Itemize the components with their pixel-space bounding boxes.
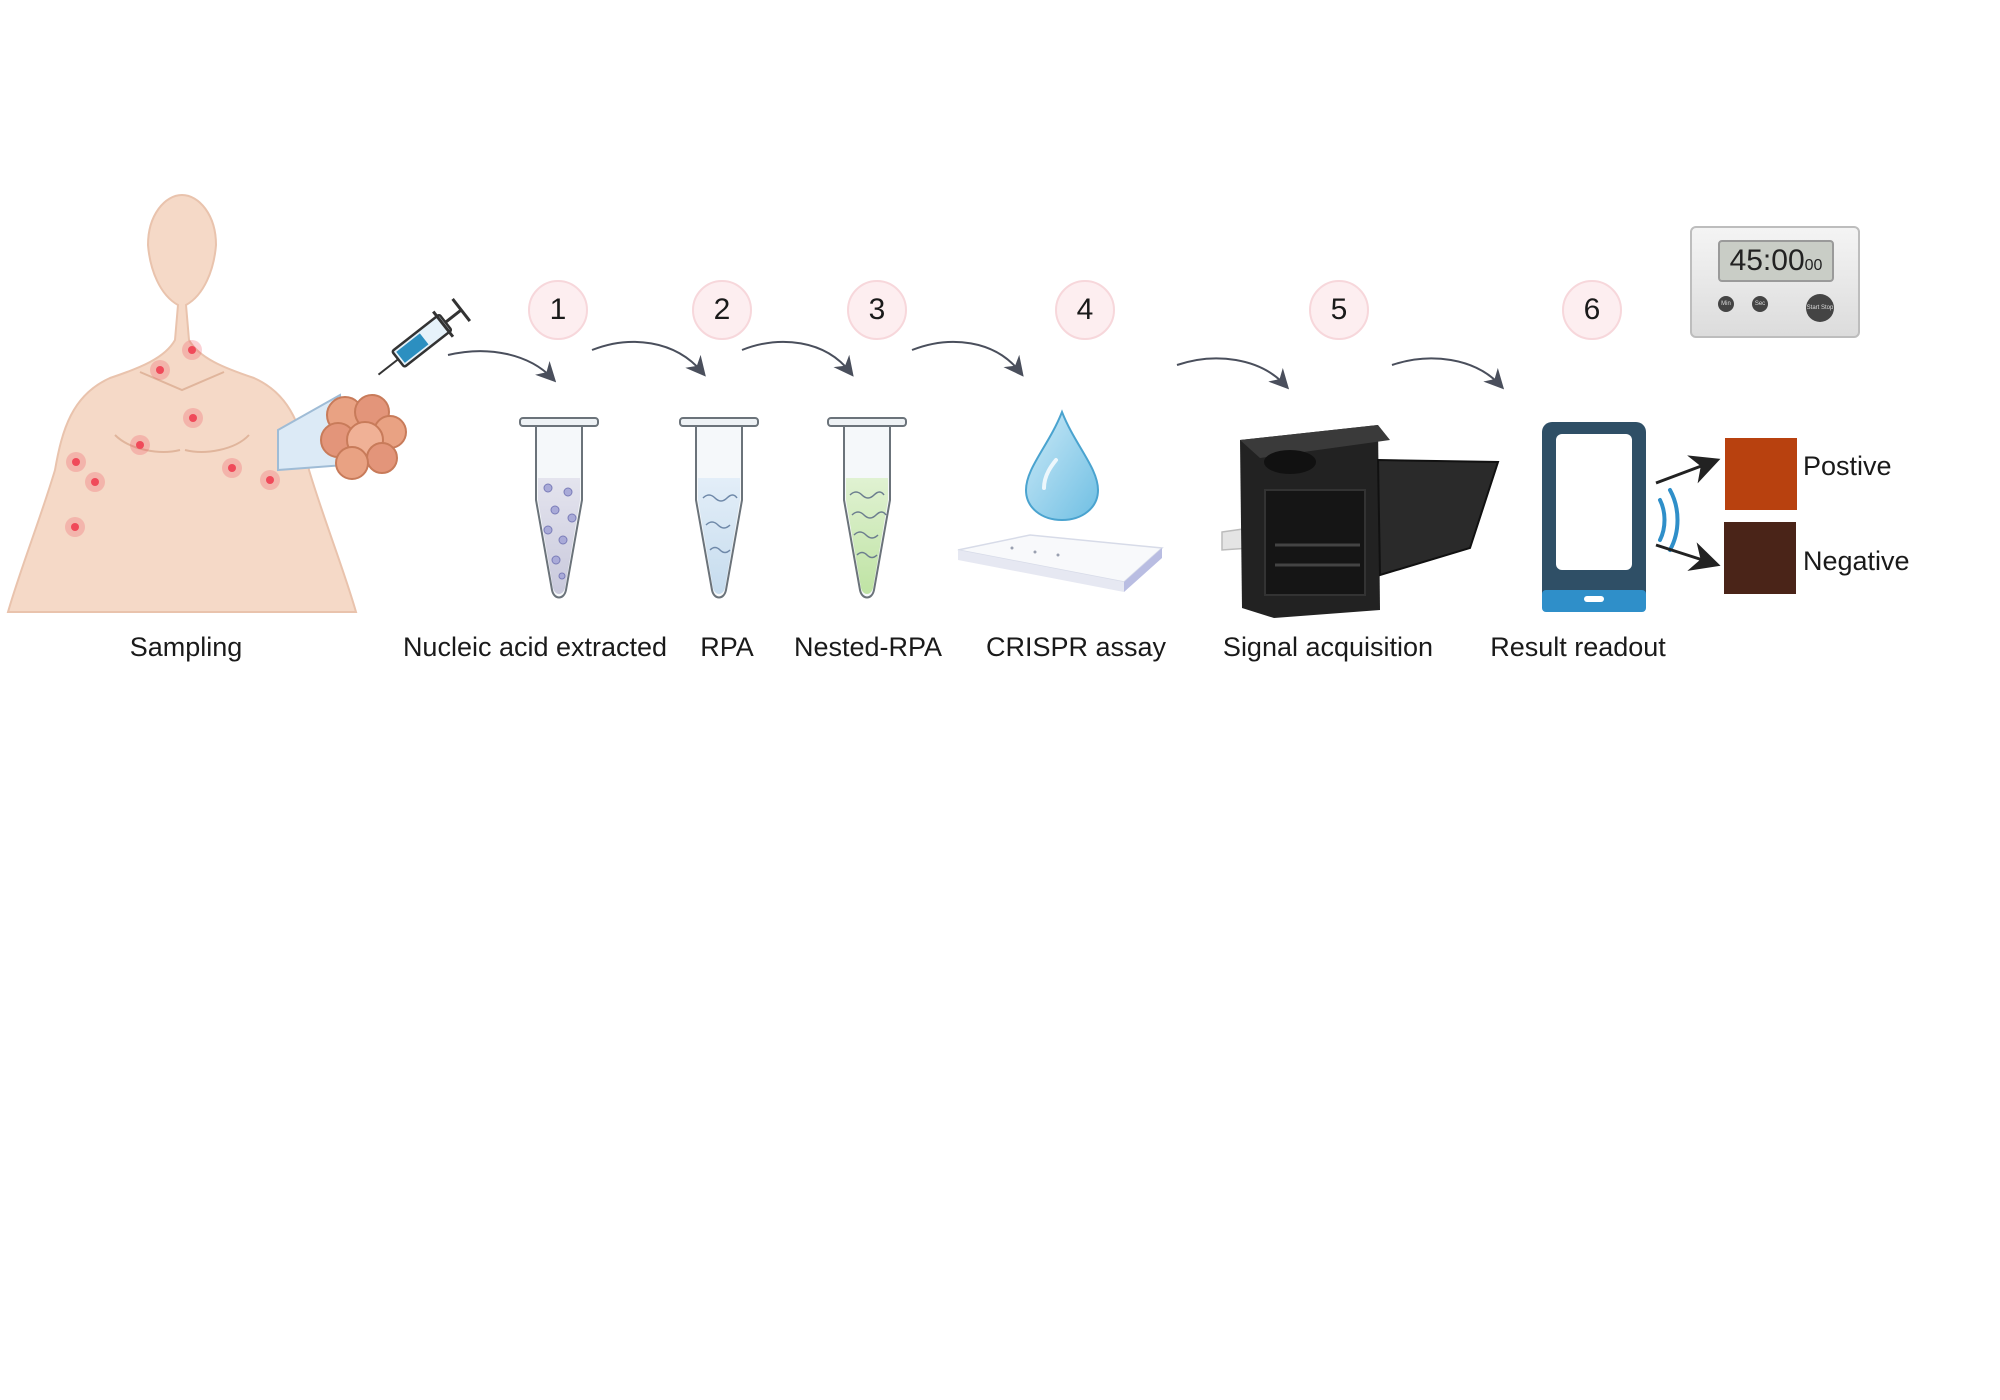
step-arrows: [447, 340, 1505, 390]
step-number-6: 6: [1562, 280, 1622, 340]
arrow-to-step-6: [1391, 357, 1505, 390]
timer-min-button: Min: [1718, 296, 1734, 312]
result-arrows: [1655, 455, 1721, 571]
step-label-3: Nested-RPA: [793, 632, 943, 662]
step-number-3: 3: [847, 280, 907, 340]
arrow-to-negative: [1655, 542, 1721, 571]
arrow-to-step-1: [447, 350, 557, 383]
human-body-icon: [6, 193, 358, 613]
tissue-biopsy-icon: [277, 393, 407, 480]
timer-time: 45:00: [1729, 244, 1805, 277]
step-label-5: Signal acquisition: [1222, 632, 1434, 662]
positive-result-swatch: [1725, 438, 1797, 510]
signal-waves-icon: [1658, 488, 1680, 552]
step-number-1: 1: [528, 280, 588, 340]
tube-nested-rpa-icon: [827, 417, 907, 599]
tube-extracted-icon: [519, 417, 599, 599]
tube-rpa-icon: [679, 417, 759, 599]
step-label-1: Nucleic acid extracted: [402, 632, 668, 662]
step-label-2: RPA: [700, 632, 754, 662]
step-number-4: 4: [1055, 280, 1115, 340]
arrow-to-step-4: [911, 340, 1024, 377]
signal-acquisition-device-icon: [1221, 425, 1500, 618]
step-number-2: 2: [692, 280, 752, 340]
timer-sec-button: Sec: [1752, 296, 1768, 312]
test-strip-icon: [957, 534, 1164, 592]
timer-subseconds: 00: [1804, 257, 1823, 274]
negative-label: Negative: [1803, 546, 1910, 576]
arrow-to-positive: [1655, 455, 1721, 485]
step-label-4: CRISPR assay: [985, 632, 1167, 662]
arrow-to-step-5: [1176, 357, 1290, 390]
syringe-icon: [377, 298, 472, 376]
arrow-to-step-2: [591, 340, 706, 377]
timer-start-stop-button: Start Stop: [1806, 294, 1834, 322]
sampling-label: Sampling: [129, 632, 243, 662]
negative-result-swatch: [1724, 522, 1796, 594]
positive-label: Postive: [1803, 451, 1892, 481]
step-number-5: 5: [1309, 280, 1369, 340]
droplet-icon: [1024, 409, 1100, 522]
arrow-to-step-3: [741, 340, 854, 377]
step-label-6: Result readout: [1490, 632, 1666, 662]
smartphone-icon: [1542, 422, 1646, 612]
